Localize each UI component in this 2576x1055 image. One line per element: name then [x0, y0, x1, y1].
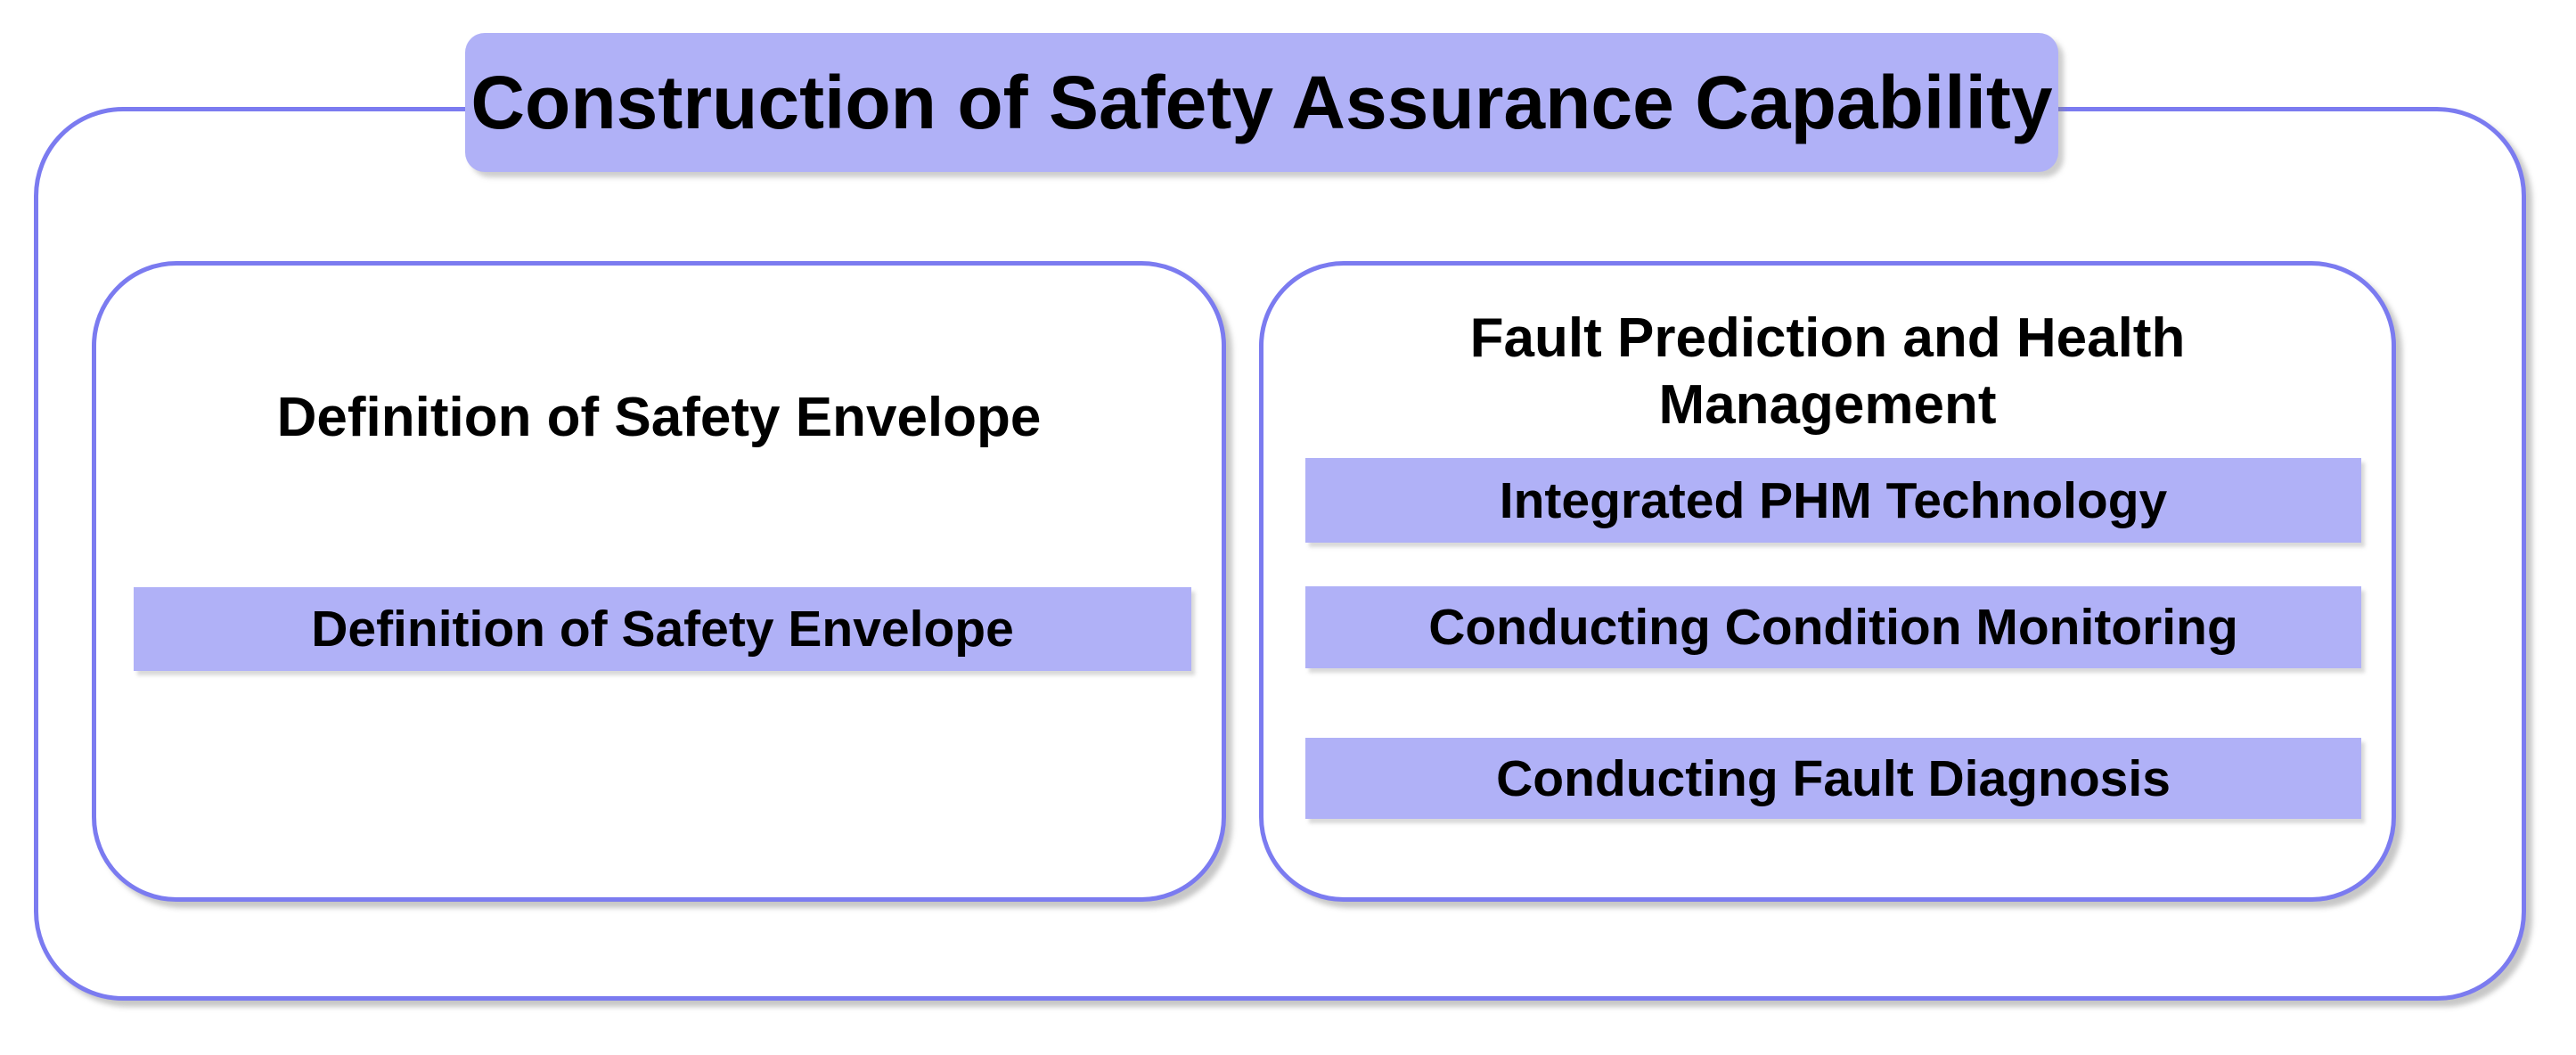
section-phm-title: Fault Prediction and Health Management	[1469, 307, 2186, 436]
diagram-title-banner: Construction of Safety Assurance Capabil…	[465, 33, 2058, 172]
phm-item-bar-condition-monitoring: Conducting Condition Monitoring	[1305, 586, 2361, 668]
phm-item-label-condition-monitoring: Conducting Condition Monitoring	[1428, 599, 2238, 656]
section-safety-envelope-title: Definition of Safety Envelope	[276, 387, 1042, 448]
section-phm: Fault Prediction and Health Management I…	[1259, 261, 2396, 902]
diagram-title-text: Construction of Safety Assurance Capabil…	[470, 60, 2053, 144]
safety-envelope-item-bar: Definition of Safety Envelope	[134, 587, 1191, 671]
phm-item-label-fault-diagnosis: Conducting Fault Diagnosis	[1496, 749, 2171, 807]
phm-item-label-integrated-phm: Integrated PHM Technology	[1499, 471, 2168, 529]
phm-item-bar-integrated-phm: Integrated PHM Technology	[1305, 458, 2361, 543]
safety-envelope-item-label: Definition of Safety Envelope	[311, 601, 1014, 658]
phm-item-bar-fault-diagnosis: Conducting Fault Diagnosis	[1305, 738, 2361, 819]
section-safety-envelope: Definition of Safety Envelope Definition…	[92, 261, 1226, 902]
